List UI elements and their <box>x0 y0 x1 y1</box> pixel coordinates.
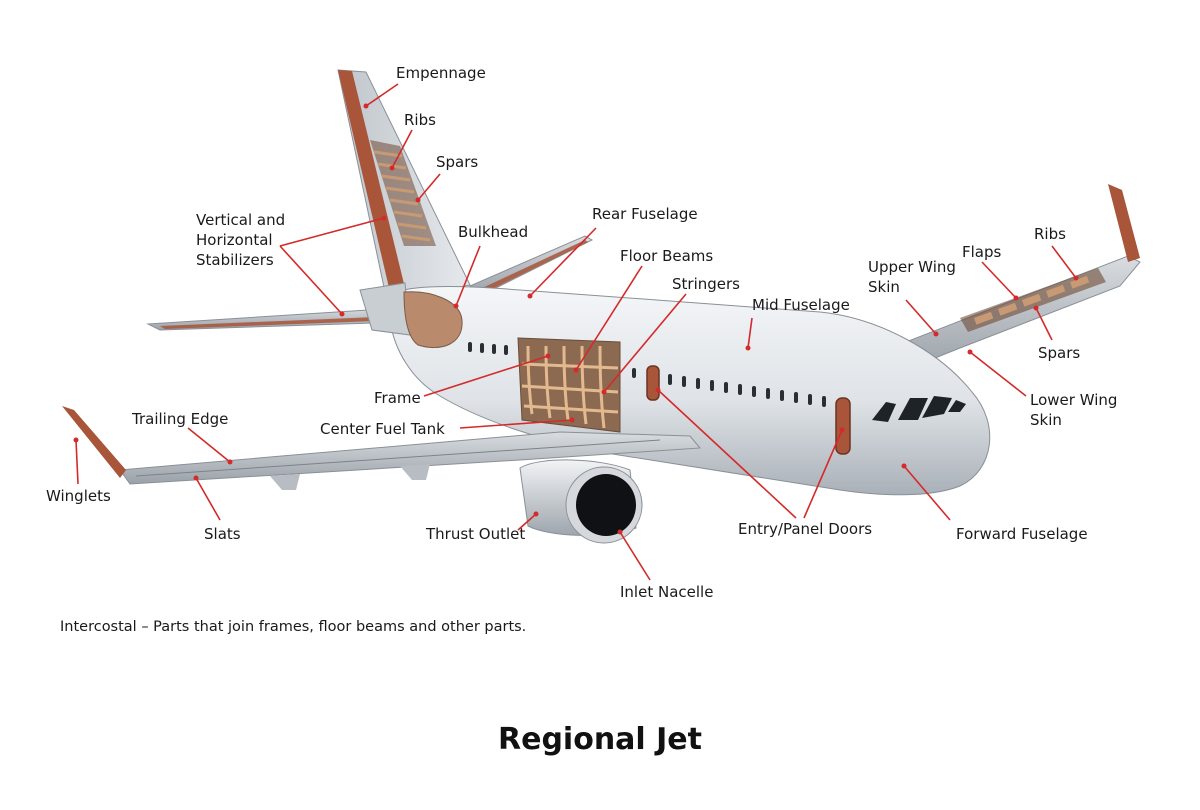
cockpit-windows <box>872 396 966 422</box>
diagram-title: Regional Jet <box>498 722 702 757</box>
label-center-fuel-tank: Center Fuel Tank <box>320 420 445 438</box>
label-winglets: Winglets <box>46 487 111 505</box>
label-wing-ribs: Ribs <box>1034 225 1066 243</box>
label-tail-spars: Spars <box>436 153 479 171</box>
label-floor-beams: Floor Beams <box>620 247 714 265</box>
label-stringers: Stringers <box>672 275 740 293</box>
label-trailing-edge: Trailing Edge <box>132 410 229 428</box>
label-stabilizers: Vertical and Horizontal Stabilizers <box>196 211 286 269</box>
vertical-stabilizer <box>337 69 471 299</box>
horizontal-stabilizer-right <box>469 235 594 297</box>
label-inlet-nacelle: Inlet Nacelle <box>620 583 714 601</box>
label-thrust-outlet: Thrust Outlet <box>426 525 526 543</box>
label-frame: Frame <box>374 389 421 407</box>
label-empennage: Empennage <box>396 64 486 82</box>
label-upper-wing-skin: Upper Wing Skin <box>868 258 956 296</box>
passenger-windows <box>468 342 826 407</box>
label-wing-spars: Spars <box>1038 344 1081 362</box>
label-entry-panel-doors: Entry/Panel Doors <box>738 520 873 538</box>
engine-nacelle <box>519 459 643 544</box>
label-slats: Slats <box>204 525 241 543</box>
label-tail-ribs: Ribs <box>404 111 436 129</box>
label-flaps: Flaps <box>962 243 1002 261</box>
label-mid-fuselage: Mid Fuselage <box>752 296 850 314</box>
wing-right <box>879 184 1141 373</box>
wing-left <box>62 406 702 490</box>
label-forward-fuselage: Forward Fuselage <box>956 525 1088 543</box>
label-rear-fuselage: Rear Fuselage <box>592 205 698 223</box>
label-bulkhead: Bulkhead <box>458 223 529 241</box>
label-lower-wing-skin: Lower Wing Skin <box>1030 391 1118 429</box>
leader-dots <box>73 103 1079 535</box>
tail-ribs-cutaway <box>370 140 436 246</box>
intercostal-note: Intercostal – Parts that join frames, fl… <box>60 619 527 635</box>
cabin-cutaway <box>517 337 621 433</box>
leader-lines <box>75 83 1077 581</box>
horizontal-stabilizer-left <box>146 307 405 331</box>
wing-ribs-cutaway <box>960 268 1106 332</box>
